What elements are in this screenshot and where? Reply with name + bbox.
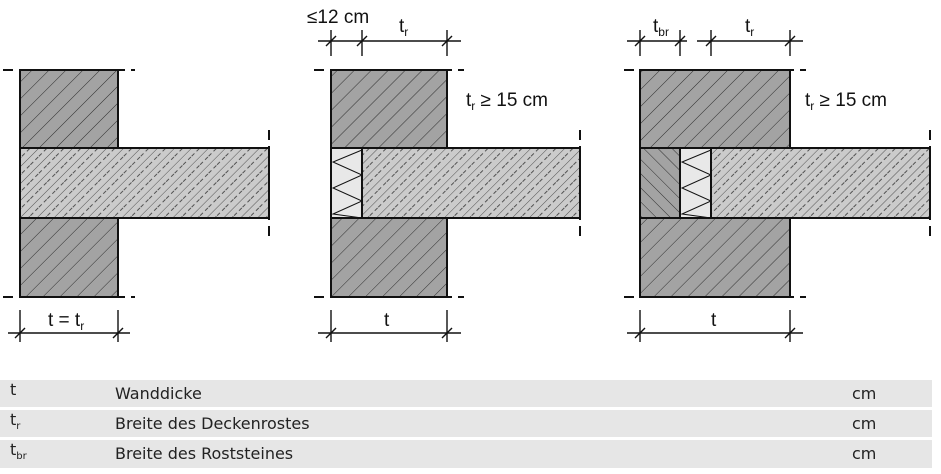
- legend-unit: cm: [842, 410, 932, 438]
- dimension-bottom: [318, 310, 461, 342]
- wall-lower: [19, 217, 119, 298]
- dim-label-t-equals-tr: t = tr: [48, 310, 84, 333]
- note-tr-min-15cm: tr ≥ 15 cm: [805, 90, 887, 113]
- wall-lower: [639, 217, 791, 298]
- wall-upper: [19, 69, 119, 149]
- dimension-top: [318, 30, 461, 56]
- note-tr-min-15cm: tr ≥ 15 cm: [466, 90, 548, 113]
- legend-symbol: tbr: [0, 440, 105, 468]
- dim-label-tr: tr: [745, 16, 754, 39]
- diagram-1: t = tr: [3, 69, 270, 342]
- slab: [19, 147, 270, 219]
- wall-upper: [639, 69, 791, 149]
- dimension-bottom: [627, 310, 803, 342]
- legend-row: tbr Breite des Roststeines cm: [0, 440, 932, 468]
- legend-description: Breite des Deckenrostes: [105, 410, 842, 438]
- dim-label-t: t: [711, 310, 717, 331]
- legend-description: Breite des Roststeines: [105, 440, 842, 468]
- dim-label-tbr: tbr: [653, 16, 669, 39]
- slab: [361, 147, 581, 219]
- wall-lower: [330, 217, 448, 298]
- legend-row: tr Breite des Deckenrostes cm: [0, 410, 932, 438]
- dim-label-t: t: [384, 310, 390, 331]
- dim-label-max-12cm: ≤12 cm: [307, 7, 369, 28]
- rost-stone: [639, 147, 681, 219]
- wall-upper: [330, 69, 448, 149]
- slab: [710, 147, 931, 219]
- legend-table: t Wanddicke cm tr Breite des Deckenroste…: [0, 377, 932, 471]
- diagram-3: tbr tr tr ≥ 15 cm t: [624, 16, 931, 342]
- legend-symbol: t: [0, 380, 105, 408]
- legend-symbol: tr: [0, 410, 105, 438]
- diagram-2: ≤12 cm tr tr ≥ 15 cm t: [307, 7, 581, 342]
- legend-unit: cm: [842, 380, 932, 408]
- dimension-top: [627, 30, 803, 56]
- dimension-bottom: [8, 310, 130, 342]
- wall-slab-diagram: t = tr ≤12 cm tr tr ≥ 15 cm t: [3, 7, 931, 342]
- legend-row: t Wanddicke cm: [0, 380, 932, 408]
- legend-unit: cm: [842, 440, 932, 468]
- break-lines: [3, 69, 270, 298]
- break-lines: [314, 69, 581, 298]
- legend-description: Wanddicke: [105, 380, 842, 408]
- insulation: [330, 147, 363, 219]
- break-lines: [624, 69, 931, 298]
- dim-label-tr: tr: [399, 16, 408, 39]
